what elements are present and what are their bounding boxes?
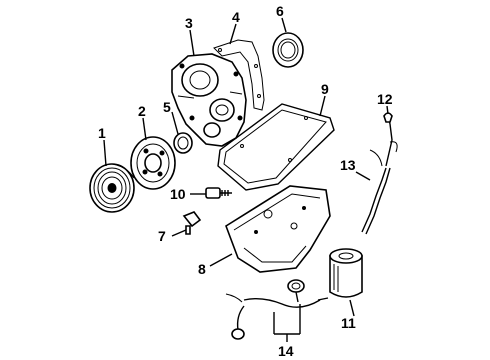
callout-14: 14 (278, 343, 294, 359)
callout-7: 7 (158, 228, 166, 244)
vibration-damper (130, 136, 176, 190)
callout-10: 10 (170, 186, 186, 202)
callout-11: 11 (341, 315, 356, 331)
crankshaft-seal (173, 132, 193, 154)
oil-pan-gasket (217, 103, 335, 191)
callout-5: 5 (163, 99, 171, 115)
oil-filter (329, 248, 363, 298)
callout-12: 12 (377, 91, 393, 107)
callout-labels: 1 2 3 4 5 6 7 8 9 10 11 12 13 14 (98, 3, 393, 359)
callout-4: 4 (232, 9, 240, 25)
timing-cover (171, 53, 247, 147)
callout-1: 1 (98, 125, 106, 141)
callout-13: 13 (340, 157, 356, 173)
drain-plug-bolt (205, 187, 232, 199)
dipstick-tube (361, 149, 391, 235)
callout-6: 6 (276, 3, 284, 19)
leader-lines (103, 17, 389, 342)
callout-3: 3 (185, 15, 193, 31)
dipstick (383, 112, 398, 167)
sensor-harness (225, 279, 329, 340)
callout-8: 8 (198, 261, 206, 277)
callout-2: 2 (138, 103, 146, 119)
callout-9: 9 (321, 81, 329, 97)
front-cover-gasket (213, 39, 265, 111)
oil-seal (272, 32, 304, 68)
crankshaft-pulley (89, 163, 135, 213)
oil-pan (225, 185, 331, 273)
plug-fitting (182, 211, 202, 235)
